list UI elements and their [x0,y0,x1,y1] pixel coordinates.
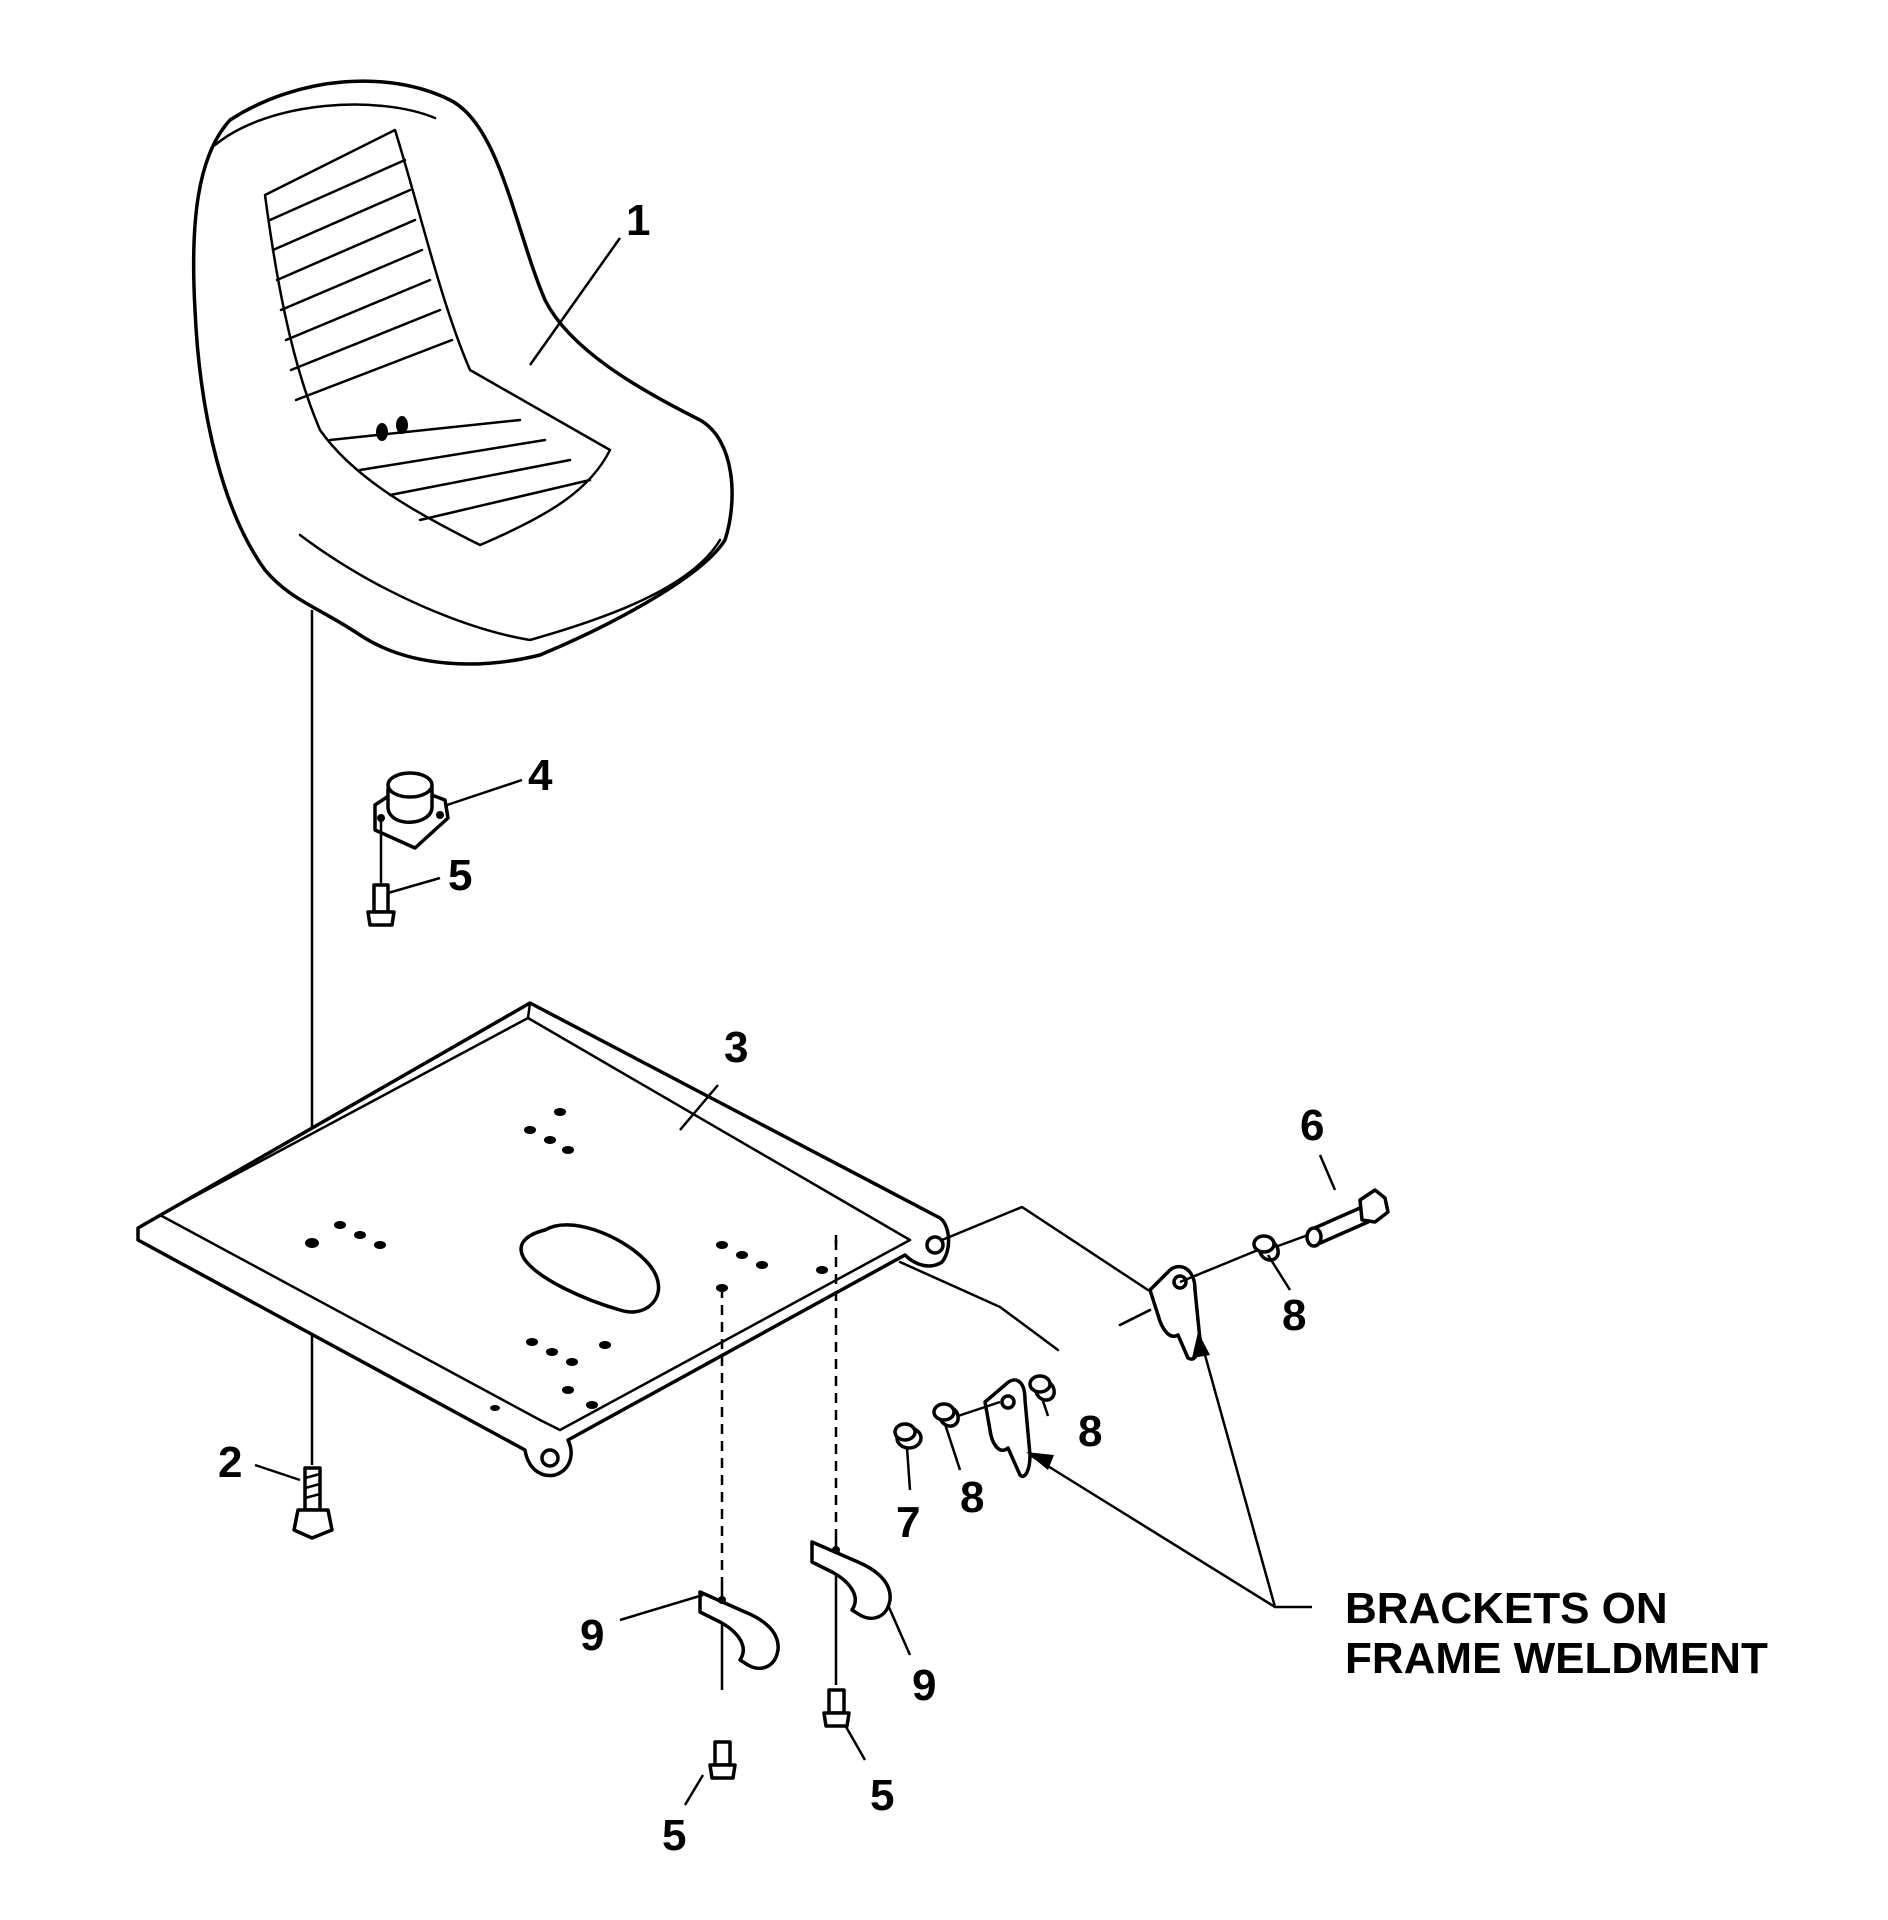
leader-line [843,1724,867,1761]
clamp-screw [822,1688,851,1728]
callout-9: 9 [580,1611,604,1660]
pivot-alignment-line [1277,1233,1309,1248]
leader-line [528,237,622,366]
callout-2: 2 [218,1438,242,1487]
callout-5: 5 [870,1771,894,1820]
leader-line [683,1774,705,1806]
pivot-alignment-line [957,1400,1001,1418]
pivot-bolt [1305,1188,1390,1248]
seat-mount-hole [376,423,388,441]
leader-line [254,1463,301,1482]
seat-switch [373,771,450,850]
callout-7: 7 [896,1498,920,1547]
clamp [810,1540,892,1620]
callout-8: 8 [1078,1407,1102,1456]
note-leader-line [1198,1336,1312,1609]
switch-screw [366,883,396,927]
bushing [1252,1234,1280,1262]
note-arrowhead [1026,1452,1054,1470]
nut [893,1422,923,1450]
frame-outline [940,1205,1150,1292]
pivot-alignment-line [1179,1248,1259,1284]
callout-4: 4 [528,751,553,800]
note-leader-line [1029,1453,1276,1609]
seat [191,79,734,666]
note-line-2: FRAME WELDMENT [1345,1634,1768,1683]
leader-line [619,1593,704,1622]
bushing [932,1402,960,1428]
clamp [698,1590,780,1670]
frame-bracket-front [983,1378,1032,1478]
leader-line [943,1423,962,1471]
plate-center-slot [519,1223,661,1314]
callout-8: 8 [960,1473,984,1522]
frame-outline [898,1260,1060,1352]
callout-5: 5 [448,851,472,900]
leader-line [1040,1397,1050,1417]
callout-9: 9 [912,1661,936,1710]
leader-line [446,778,523,807]
seat-plate [136,1001,951,1478]
leader-line [905,1447,912,1491]
bushing [1028,1374,1056,1402]
callout-6: 6 [1300,1101,1324,1150]
clamp-screw [708,1740,737,1780]
note-arrowhead [1192,1332,1210,1358]
callout-5: 5 [662,1811,686,1860]
leader-line [387,876,441,895]
seat-bolt [292,1466,334,1540]
callout-8: 8 [1282,1291,1306,1340]
note-line-1: BRACKETS ON [1345,1584,1668,1633]
leader-line [1266,1254,1292,1291]
leader-line [886,1604,912,1656]
plate-hole-pattern [305,1108,828,1411]
frame-outline [1118,1308,1152,1327]
callout-1: 1 [626,196,650,245]
leader-line [679,1084,719,1131]
seat-ribs [268,158,592,522]
seat-mount-hole [396,416,408,434]
callout-3: 3 [724,1023,748,1072]
leader-line [1318,1154,1337,1191]
